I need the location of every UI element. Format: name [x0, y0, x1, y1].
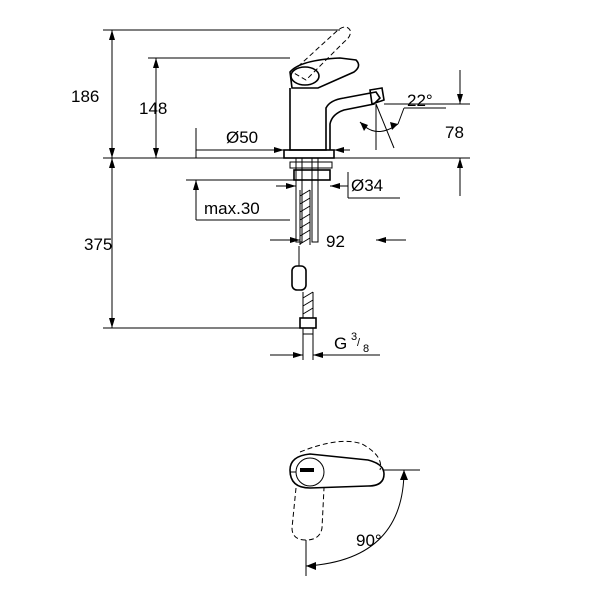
shank-right: [311, 157, 319, 243]
dim-92-label: 92: [326, 232, 345, 251]
dim-186-label: 186: [71, 87, 99, 106]
dim-spout-angle: [359, 103, 446, 150]
dim-overall-height: [103, 29, 340, 158]
fixing-plate: [289, 161, 333, 169]
dim-connection-den: 8: [363, 343, 369, 355]
dim-base-diameter: [195, 128, 350, 158]
dim-o34-label: Ø34: [351, 176, 383, 195]
dim-375-label: 375: [84, 235, 112, 254]
dim-projection: [270, 237, 406, 243]
dim-hole-diameter: [276, 172, 400, 199]
lever-handle: [289, 57, 360, 89]
dim-rotation: [305, 469, 420, 576]
dim-o50-label: Ø50: [226, 128, 258, 147]
top-view: 90°: [289, 440, 420, 576]
dim-hose-length: [103, 158, 300, 329]
dim-connection: [270, 334, 380, 360]
connector-thread: [302, 327, 314, 335]
dim-connection-num: 3: [351, 331, 357, 343]
lever-raised-outline: [291, 26, 351, 81]
dim-max30-label: max.30: [204, 199, 260, 218]
spout-tip: [369, 87, 385, 106]
dim-spout-height: [148, 57, 290, 158]
dim-connection-slash: /: [357, 337, 361, 349]
pull-rod-weight: [291, 265, 307, 291]
dim-connection-prefix: G: [334, 334, 347, 353]
fixing-nut: [293, 169, 331, 181]
base-flange: [283, 149, 335, 159]
dim-spout-reach: [384, 70, 470, 196]
lever-top-solid: [289, 453, 385, 489]
shank-left: [295, 157, 303, 243]
hose-hatch: [299, 189, 311, 245]
dim-22deg-label: 22°: [407, 91, 433, 110]
side-view: 186 148 78 22°: [71, 26, 470, 360]
dim-148-label: 148: [139, 99, 167, 118]
connector-nut: [299, 317, 317, 329]
lower-hose: [302, 291, 314, 318]
lever-cap: [290, 66, 320, 86]
dim-78-label: 78: [445, 123, 464, 142]
dim-90deg-label: 90°: [356, 531, 382, 550]
dim-max-deck: [186, 179, 290, 221]
lever-rotated-outline: [291, 487, 325, 541]
tap-body: [289, 88, 382, 151]
indicator-mark: [300, 468, 314, 472]
lever-top-outline: [299, 440, 382, 471]
